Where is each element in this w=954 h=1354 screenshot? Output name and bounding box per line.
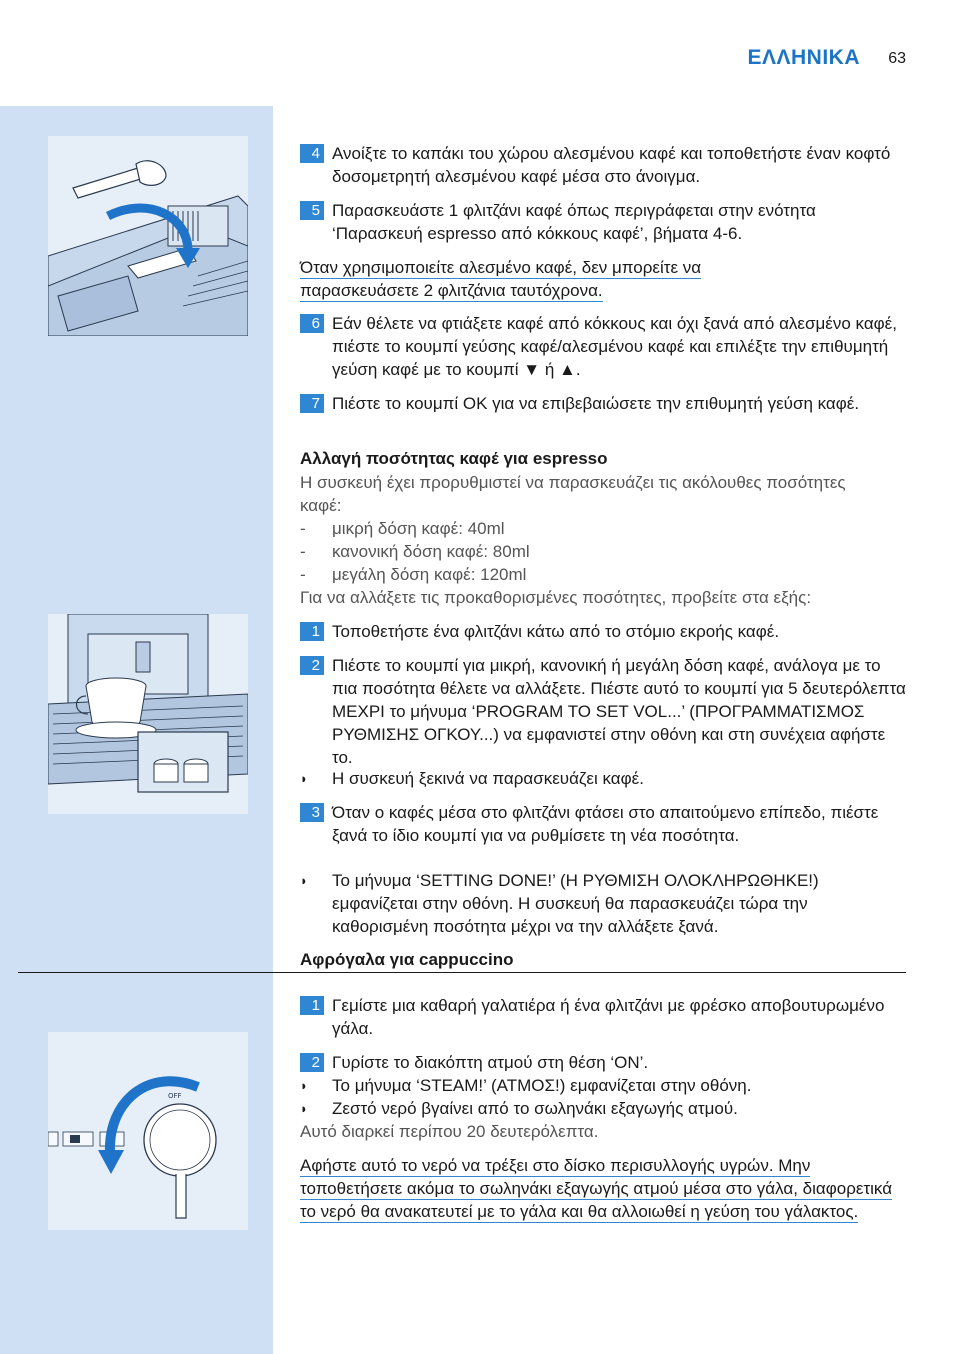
step-number: 7 — [300, 394, 324, 413]
list-text: κανονική δόση καφέ: 80ml — [332, 542, 530, 561]
result-text: Το μήνυμα ‘SETTING DONE!’ (Η ΡΥΘΜΙΣΗ ΟΛΟ… — [332, 871, 819, 936]
list-dash: - — [300, 542, 306, 561]
step-text: Πιέστε το κουμπί για μικρή, κανονική ή μ… — [332, 656, 906, 767]
step-number: 6 — [300, 314, 324, 333]
note-ground-coffee: Όταν χρησιμοποιείτε αλεσμένο καφέ, δεν μ… — [300, 256, 780, 302]
step-number: 1 — [300, 622, 324, 641]
result-arrow-icon: ◗ — [300, 1101, 308, 1116]
step-number: 3 — [300, 803, 324, 822]
section-heading: Αφρόγαλα για cappuccino — [300, 950, 514, 969]
note-text: Όταν χρησιμοποιείτε αλεσμένο καφέ, δεν μ… — [300, 258, 702, 302]
step-text: Παρασκευάστε 1 φλιτζάνι καφέ όπως περιγρ… — [332, 201, 816, 243]
step-1: 1 Γεμίστε μια καθαρή γαλατιέρα ή ένα φλι… — [300, 994, 908, 1040]
step-text: Πιέστε το κουμπί OK για να επιβεβαιώσετε… — [332, 394, 860, 413]
step-7: 7 Πιέστε το κουμπί OK για να επιβεβαιώσε… — [300, 392, 908, 415]
step-3: 3 Όταν ο καφές μέσα στο φλιτζάνι φτάσει … — [300, 801, 908, 847]
steam-dial-illustration: OFF — [48, 1032, 248, 1230]
step-4: 4 Ανοίξτε το καπάκι του χώρου αλεσμένου … — [300, 142, 908, 188]
note-steam: Αφήστε αυτό το νερό να τρέξει στο δίσκο … — [300, 1154, 906, 1223]
step-number: 4 — [300, 144, 324, 163]
coffee-machine-cup-illustration — [48, 614, 248, 814]
step-text: Γεμίστε μια καθαρή γαλατιέρα ή ένα φλιτζ… — [332, 996, 885, 1038]
step-text: Όταν ο καφές μέσα στο φλιτζάνι φτάσει στ… — [332, 803, 879, 845]
list-text: μεγάλη δόση καφέ: 120ml — [332, 565, 527, 584]
section-divider — [18, 972, 906, 973]
step-2: 2 Γυρίστε το διακόπτη ατμού στη θέση ‘ON… — [300, 1051, 908, 1074]
page-number: 63 — [888, 50, 906, 67]
list-text: μικρή δόση καφέ: 40ml — [332, 519, 505, 538]
list-dash: - — [300, 519, 306, 538]
step-1: 1 Τοποθετήστε ένα φλιτζάνι κάτω από το σ… — [300, 620, 908, 643]
result-item: ◗ Το μήνυμα ‘STEAM!’ (ΑΤΜΟΣ!) εμφανίζετα… — [300, 1074, 908, 1097]
step-number: 5 — [300, 201, 324, 220]
note-text: Αφήστε αυτό το νερό να τρέξει στο δίσκο … — [300, 1156, 893, 1223]
result-arrow-icon: ◗ — [300, 873, 308, 888]
step-text: Γυρίστε το διακόπτη ατμού στη θέση ‘ON’. — [332, 1053, 649, 1072]
result-arrow-icon: ◗ — [300, 771, 308, 786]
step-2: 2 Πιέστε το κουμπί για μικρή, κανονική ή… — [300, 654, 908, 769]
illustration-pointer — [250, 1000, 272, 1018]
language-header: ΕΛΛΗΝΙΚΑ — [747, 46, 860, 69]
dial-off-label: OFF — [168, 1092, 182, 1100]
illustration-pointer — [250, 142, 272, 160]
step-number: 1 — [300, 996, 324, 1015]
intro-text: Η συσκευή έχει προρυθμιστεί να παρασκευά… — [300, 473, 846, 515]
result-text: Η συσκευή ξεκινά να παρασκευάζει καφέ. — [332, 769, 644, 788]
duration-text: Αυτό διαρκεί περίπου 20 δευτερόλεπτα. — [300, 1122, 599, 1141]
step-6: 6 Εάν θέλετε να φτιάξετε καφέ από κόκκου… — [300, 312, 908, 381]
result-item: ◗ Ζεστό νερό βγαίνει από το σωληνάκι εξα… — [300, 1097, 908, 1120]
step-text: Ανοίξτε το καπάκι του χώρου αλεσμένου κα… — [332, 144, 891, 186]
step-5: 5 Παρασκευάστε 1 φλιτζάνι καφέ όπως περι… — [300, 199, 908, 245]
list-dash: - — [300, 565, 306, 584]
illustration-pointer — [250, 621, 272, 639]
result-item: ◗ Το μήνυμα ‘SETTING DONE!’ (Η ΡΥΘΜΙΣΗ Ο… — [300, 869, 908, 938]
result-arrow-icon: ◗ — [300, 1078, 308, 1093]
result-text: Το μήνυμα ‘STEAM!’ (ΑΤΜΟΣ!) εμφανίζεται … — [332, 1076, 752, 1095]
ground-coffee-illustration — [48, 136, 248, 336]
step-text: Τοποθετήστε ένα φλιτζάνι κάτω από το στό… — [332, 622, 780, 641]
outro-text: Για να αλλάξετε τις προκαθορισμένες ποσό… — [300, 588, 812, 607]
result-text: Ζεστό νερό βγαίνει από το σωληνάκι εξαγω… — [332, 1099, 738, 1118]
result-item: ◗ Η συσκευή ξεκινά να παρασκευάζει καφέ. — [300, 767, 908, 790]
step-number: 2 — [300, 656, 324, 675]
section-heading: Αλλαγή ποσότητας καφέ για espresso — [300, 449, 608, 468]
step-text: Εάν θέλετε να φτιάξετε καφέ από κόκκους … — [332, 314, 897, 379]
step-number: 2 — [300, 1053, 324, 1072]
